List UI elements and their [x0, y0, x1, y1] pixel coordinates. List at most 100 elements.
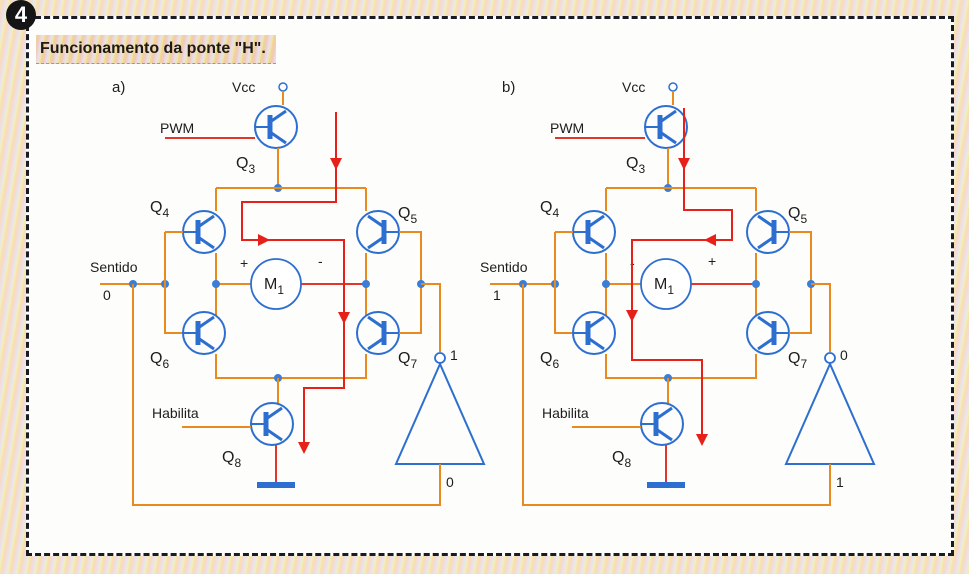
- transistor-q7-label: Q7: [398, 350, 417, 371]
- panel-label: a): [112, 79, 125, 96]
- motor-right-polarity: +: [708, 253, 716, 269]
- transistor-collector: [367, 214, 385, 229]
- motor-icon: [640, 258, 692, 310]
- transistor-q4: [182, 210, 226, 254]
- transistor-q6: [182, 311, 226, 355]
- transistor-q8-label: Q8: [612, 449, 631, 470]
- motor-letter: M: [654, 276, 667, 293]
- current-arrow-icon: [704, 234, 716, 246]
- transistor-letter: Q: [540, 350, 552, 367]
- transistor-collector: [269, 109, 287, 124]
- transistor-subscript: 5: [410, 212, 417, 226]
- transistor-letter: Q: [788, 350, 800, 367]
- transistor-q4-label: Q4: [150, 199, 169, 220]
- junction-node: [602, 280, 610, 288]
- transistor-letter: Q: [150, 350, 162, 367]
- transistor-emitter: [367, 336, 385, 351]
- transistor-q8: [640, 402, 684, 446]
- transistor-q3: [644, 105, 688, 149]
- transistor-collector: [367, 315, 385, 330]
- transistor-collector: [587, 315, 605, 330]
- transistor-emitter: [587, 235, 605, 250]
- current-arrow-icon: [338, 312, 350, 324]
- habilita-label: Habilita: [542, 405, 589, 421]
- transistor-emitter: [197, 336, 215, 351]
- current-arrow-icon: [626, 310, 638, 322]
- ground-icon: [257, 482, 295, 488]
- motor-letter: M: [264, 276, 277, 293]
- transistor-q6: [572, 311, 616, 355]
- wire: [811, 283, 831, 352]
- transistor-subscript: 4: [552, 206, 559, 220]
- motor-icon: [250, 258, 302, 310]
- transistor-subscript: 5: [800, 212, 807, 226]
- feedback-wire: [522, 284, 831, 506]
- transistor-emitter: [269, 130, 287, 145]
- transistor-q5-label: Q5: [788, 205, 807, 226]
- motor-label: M1: [264, 276, 284, 297]
- transistor-emitter: [197, 235, 215, 250]
- figure-title: Funcionamento da ponte "H".: [36, 35, 276, 64]
- transistor-q5-label: Q5: [398, 205, 417, 226]
- wire: [554, 232, 573, 334]
- transistor-emitter: [757, 336, 775, 351]
- inverter-output-value: 0: [840, 347, 848, 363]
- motor-right-polarity: -: [318, 253, 323, 269]
- vcc-label: Vcc: [622, 79, 645, 95]
- sentido-value: 0: [103, 287, 111, 303]
- pwm-label: PWM: [160, 120, 194, 136]
- transistor-q3-label: Q3: [236, 155, 255, 176]
- vcc-label: Vcc: [232, 79, 255, 95]
- motor-left-polarity: +: [240, 255, 248, 271]
- transistor-letter: Q: [236, 155, 248, 172]
- figure-frame: [26, 16, 954, 556]
- transistor-emitter: [757, 235, 775, 250]
- sentido-label: Sentido: [90, 259, 138, 275]
- transistor-q5: [356, 210, 400, 254]
- transistor-collector: [197, 214, 215, 229]
- transistor-emitter: [265, 427, 283, 442]
- wire: [605, 354, 757, 379]
- transistor-subscript: 6: [552, 357, 559, 371]
- transistor-q8-label: Q8: [222, 449, 241, 470]
- transistor-collector: [757, 315, 775, 330]
- sentido-value: 1: [493, 287, 501, 303]
- inverter-icon: [394, 361, 486, 465]
- transistor-emitter: [367, 235, 385, 250]
- wire: [421, 283, 441, 352]
- transistor-q4: [572, 210, 616, 254]
- transistor-subscript: 7: [800, 357, 807, 371]
- current-arrow-icon: [678, 158, 690, 170]
- junction-node: [362, 280, 370, 288]
- transistor-subscript: 3: [248, 162, 255, 176]
- transistor-collector: [659, 109, 677, 124]
- transistor-subscript: 6: [162, 357, 169, 371]
- transistor-q7: [356, 311, 400, 355]
- transistor-emitter: [655, 427, 673, 442]
- transistor-collector: [197, 315, 215, 330]
- ground-icon: [647, 482, 685, 488]
- current-path: [631, 108, 733, 440]
- transistor-letter: Q: [540, 199, 552, 216]
- transistor-q4-label: Q4: [540, 199, 559, 220]
- current-arrow-icon: [696, 434, 708, 446]
- transistor-collector: [757, 214, 775, 229]
- transistor-q3: [254, 105, 298, 149]
- transistor-letter: Q: [222, 449, 234, 466]
- feedback-wire: [132, 284, 441, 506]
- transistor-q5: [746, 210, 790, 254]
- transistor-subscript: 4: [162, 206, 169, 220]
- figure-number-badge: 4: [6, 0, 36, 30]
- pwm-label: PWM: [550, 120, 584, 136]
- transistor-subscript: 8: [234, 456, 241, 470]
- wire: [164, 232, 183, 334]
- transistor-collector: [265, 406, 283, 421]
- motor-subscript: 1: [667, 283, 674, 297]
- motor-label: M1: [654, 276, 674, 297]
- transistor-letter: Q: [612, 449, 624, 466]
- current-path: [241, 112, 345, 448]
- transistor-collector: [587, 214, 605, 229]
- transistor-q7-label: Q7: [788, 350, 807, 371]
